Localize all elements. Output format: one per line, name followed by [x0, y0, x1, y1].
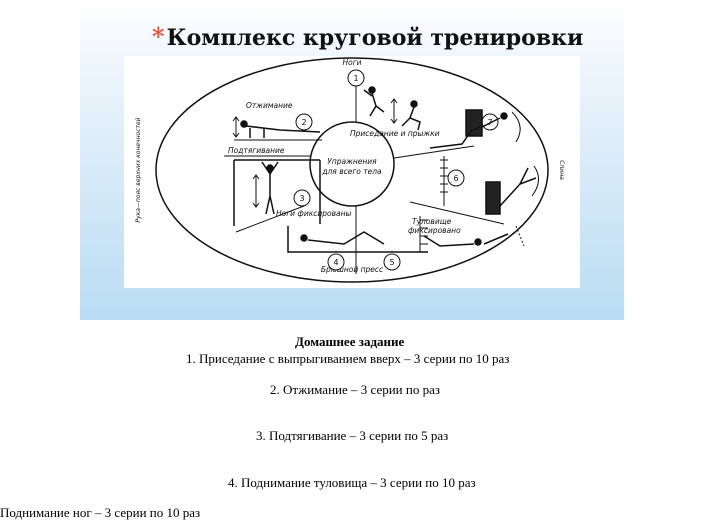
- center-label-line1: Упражнения: [327, 157, 377, 166]
- svg-text:6: 6: [453, 174, 458, 183]
- label-legs: Ноги: [342, 58, 361, 67]
- divider-line: [235, 205, 305, 233]
- slide-title: *Комплекс круговой тренировки: [152, 20, 612, 54]
- figure-pullup: [233, 159, 321, 226]
- station-1: 1: [347, 69, 365, 87]
- station-7: 7: [481, 113, 499, 131]
- svg-text:1: 1: [353, 74, 358, 83]
- homework-item-4: 4. Поднимание туловища – 3 серии по 10 р…: [228, 475, 476, 490]
- homework-item-5: Поднимание ног – 3 серии по 10 раз: [0, 505, 201, 520]
- figure-abs-legs: [287, 216, 525, 253]
- station-3: 3: [293, 189, 311, 207]
- slide: *Комплекс круговой тренировки Упражнения…: [80, 0, 624, 320]
- svg-text:2: 2: [301, 118, 306, 127]
- circuit-training-diagram: Упражнения для всего тела Ноги Отжимание…: [135, 57, 565, 283]
- label-pushups: Отжимание: [246, 101, 293, 110]
- figure-pushup: [232, 116, 322, 141]
- svg-text:4: 4: [333, 258, 338, 267]
- station-4: 4: [327, 253, 345, 271]
- outer-circle: [155, 57, 549, 283]
- slide-title-text: Комплекс круговой тренировки: [166, 25, 584, 51]
- title-bullet: *: [152, 22, 165, 51]
- homework-item-3: 3. Подтягивание – 3 серии по 5 раз: [256, 428, 449, 443]
- circuit-diagram-card: Упражнения для всего тела Ноги Отжимание…: [124, 56, 580, 288]
- homework-item-1: 1. Приседание с выпрыгиванием вверх – 3 …: [186, 351, 510, 366]
- svg-text:3: 3: [299, 194, 304, 203]
- homework-item-2: 2. Отжимание – 3 серии по раз: [270, 382, 440, 397]
- label-torso-fixed-2: фиксировано: [408, 226, 461, 235]
- label-legs-fixed: Ноги фиксированы: [276, 209, 352, 218]
- label-squats-jumps: Приседание и прыжки: [350, 129, 440, 138]
- station-5: 5: [383, 253, 401, 271]
- figure-squat-jump: [363, 86, 421, 131]
- center-label-line2: для всего тела: [321, 167, 382, 176]
- svg-text:5: 5: [389, 258, 394, 267]
- divider-line: [409, 201, 505, 225]
- label-abs: Брюшной пресс: [321, 265, 384, 274]
- label-torso-fixed-1: Туловище: [412, 217, 452, 226]
- label-back: Спина: [558, 160, 565, 180]
- label-pullups: Подтягивание: [228, 146, 285, 155]
- station-6: 6: [447, 169, 465, 187]
- homework-title: Домашнее задание: [295, 334, 405, 349]
- station-2: 2: [295, 113, 313, 131]
- divider-line: [393, 145, 475, 159]
- label-arms-shoulder: Рука—пояс верхних конечностей: [135, 117, 142, 222]
- center-circle: [309, 121, 395, 207]
- figure-back: [429, 109, 539, 215]
